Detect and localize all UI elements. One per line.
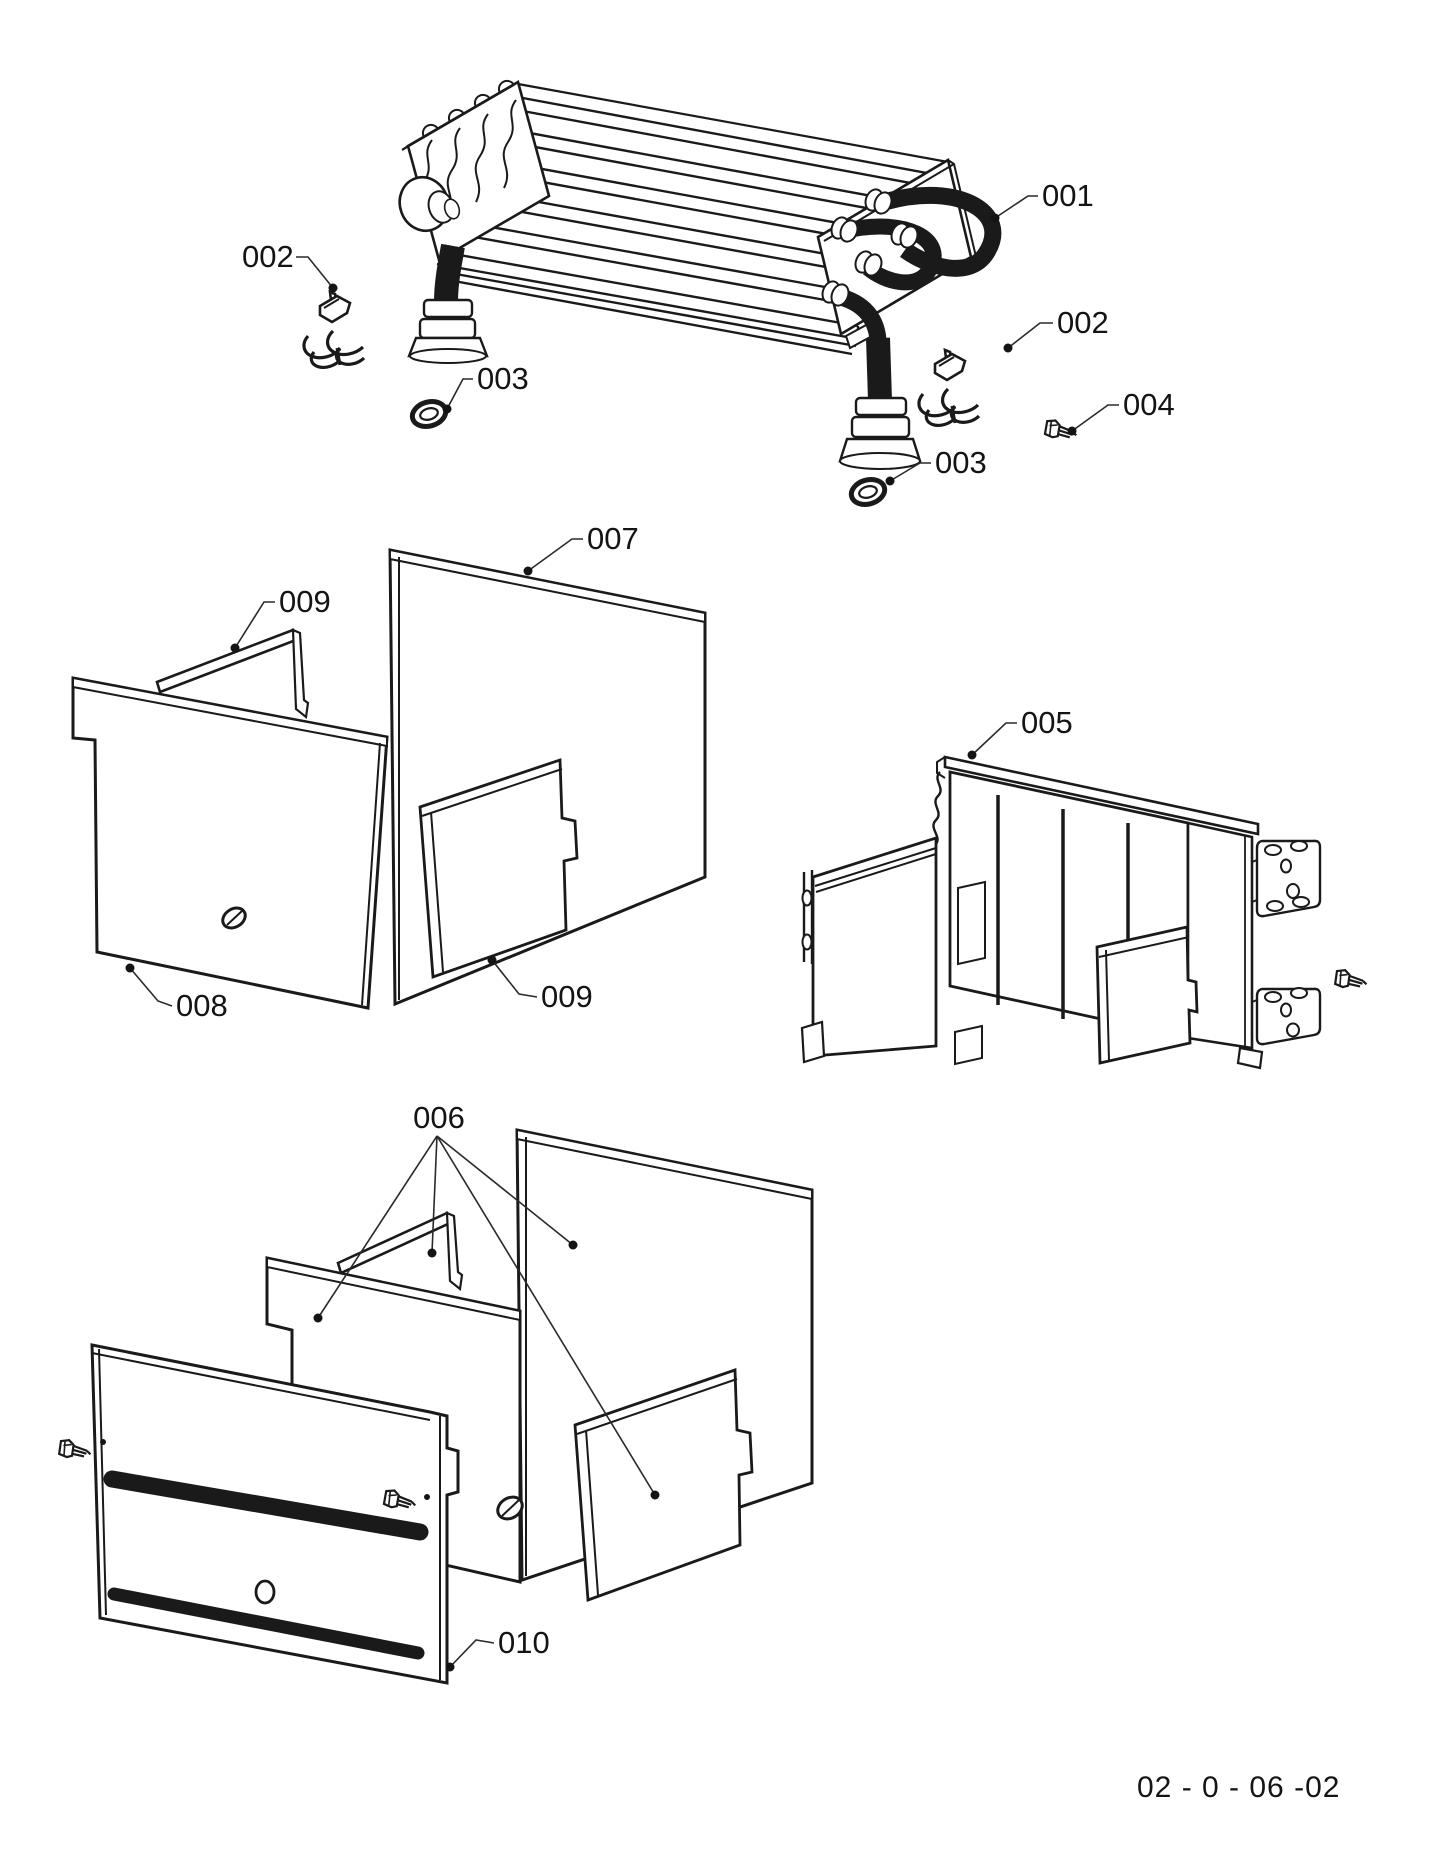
pipe-clamp-left — [302, 290, 366, 370]
document-number: 02 - 0 - 06 -02 — [1137, 1771, 1340, 1804]
casing-front-panel — [1095, 925, 1199, 1065]
callout-009-side: 009 — [541, 979, 593, 1014]
callout-005: 005 — [1021, 705, 1073, 740]
pipe-clamp-right — [917, 348, 981, 428]
callout-002-right: 002 — [1057, 305, 1109, 340]
insulation-side-panel-upper — [418, 758, 579, 979]
callouts: 001 002 002 003 003 004 007 009 005 — [125, 178, 1175, 1672]
left-down-pipe — [407, 243, 489, 364]
callout-001: 001 — [1042, 178, 1094, 213]
heat-exchanger-drawing — [398, 79, 1002, 470]
callout-008: 008 — [176, 988, 228, 1023]
insulation-top-strip-lower — [336, 1211, 464, 1292]
callout-003-left: 003 — [477, 361, 529, 396]
insulation-side-panel-lower — [573, 1368, 754, 1602]
callout-004: 004 — [1123, 387, 1175, 422]
callout-006: 006 — [413, 1100, 465, 1135]
lower-insulation-group — [57, 1128, 814, 1685]
insulation-top-strip-upper — [155, 628, 310, 720]
callout-007: 007 — [587, 521, 639, 556]
callout-010: 010 — [498, 1625, 550, 1660]
casing-left-wall — [800, 836, 938, 1064]
o-ring-left — [409, 398, 448, 430]
right-down-pipe — [838, 337, 922, 470]
mounting-bracket-top — [1251, 839, 1322, 918]
callout-002-left: 002 — [242, 239, 294, 274]
casing-assembly — [800, 755, 1370, 1070]
right-end-plate — [816, 157, 979, 350]
left-end-cap — [398, 175, 461, 233]
o-ring-right — [848, 476, 887, 508]
upper-insulation-group — [71, 548, 707, 1010]
screw-010-left — [57, 1437, 94, 1462]
screw-005 — [1333, 967, 1370, 992]
mounting-bracket-bottom — [1251, 987, 1322, 1046]
u-bend-pipes — [821, 186, 1002, 342]
front-panel — [90, 1343, 460, 1685]
callout-003-right: 003 — [935, 445, 987, 480]
callout-009-strip: 009 — [279, 584, 331, 619]
insulation-left-panel-upper — [71, 676, 389, 1010]
